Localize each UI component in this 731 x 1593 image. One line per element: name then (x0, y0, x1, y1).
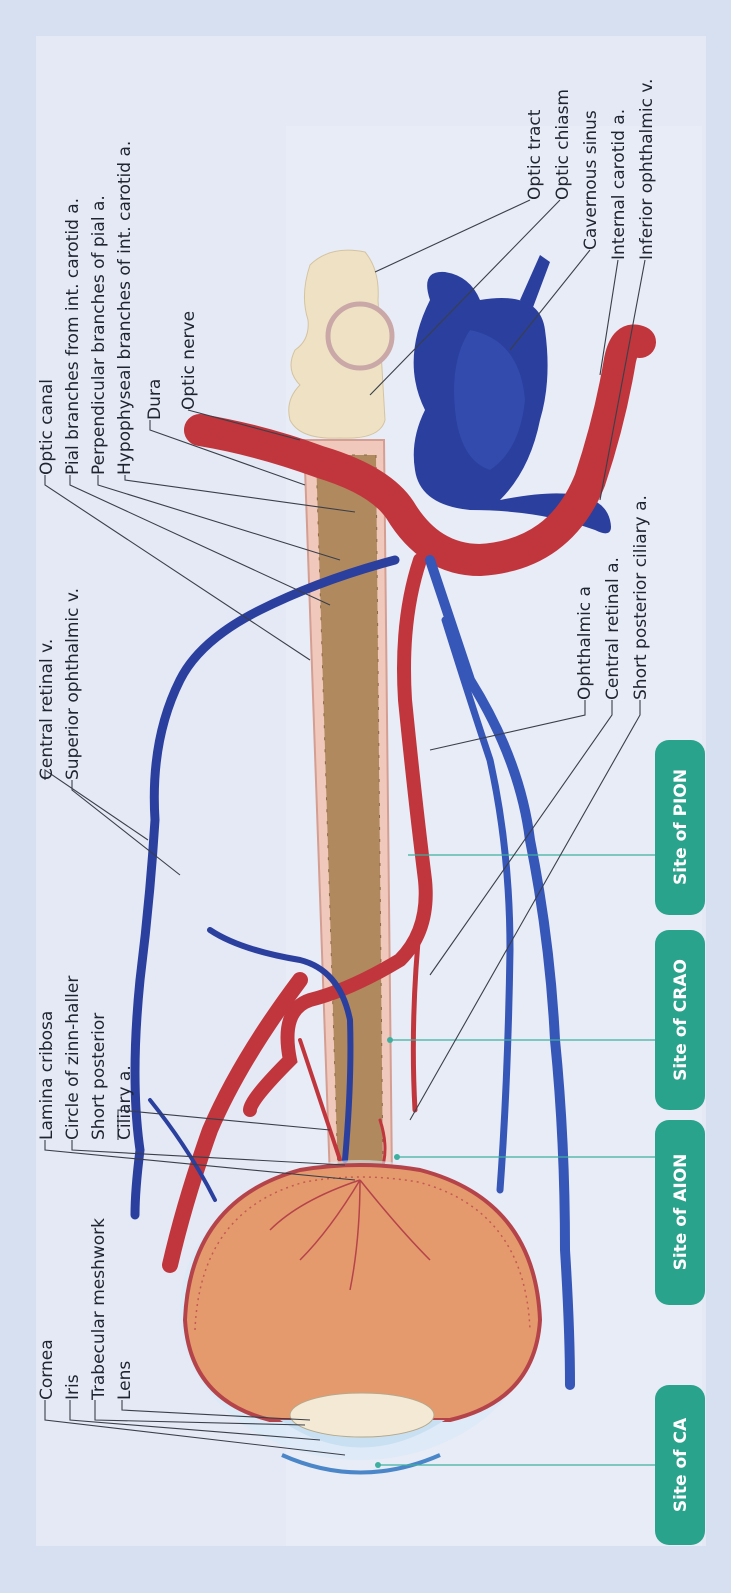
label-ophthalmic-a: Ophthalmic a (575, 586, 595, 700)
site-badge-crao: Site of CRAO (655, 930, 705, 1110)
label-short-posterior-line2: Ciliary a. (115, 1065, 135, 1140)
label-lens: Lens (115, 1361, 135, 1400)
label-short-posterior-line1: Short posterior (89, 1013, 109, 1140)
label-inferior-ophthalmic-v: Inferior ophthalmic v. (637, 79, 657, 260)
label-optic-canal: Optic canal (37, 379, 57, 475)
label-iris: Iris (63, 1374, 83, 1400)
label-short-posterior-ciliary-a: Short posterior ciliary a. (631, 495, 651, 700)
site-badge-aion: Site of AION (655, 1120, 705, 1305)
label-cornea: Cornea (37, 1339, 57, 1400)
label-dura: Dura (145, 379, 165, 420)
label-trabecular-meshwork: Trabecular meshwork (89, 1218, 109, 1401)
label-central-retinal-a: Central retinal a. (603, 557, 623, 700)
label-optic-nerve: Optic nerve (179, 311, 199, 410)
label-pial-branches: Pial branches from int. carotid a. (63, 198, 83, 475)
label-hypophyseal-branches: Hypophyseal branches of int. carotid a. (115, 141, 135, 475)
site-aion-text: Site of AION (671, 1154, 691, 1271)
site-pion-text: Site of PION (671, 769, 691, 885)
site-badge-ca: Site of CA (655, 1385, 705, 1545)
label-circle-zinn-haller: Circle of zinn-haller (63, 976, 83, 1140)
label-optic-tract: Optic tract (525, 109, 545, 200)
site-badge-pion: Site of PION (655, 740, 705, 915)
label-perpendicular-branches: Perpendicular branches of pial a. (89, 195, 109, 475)
label-internal-carotid-a: Internal carotid a. (609, 109, 629, 260)
site-crao-text: Site of CRAO (671, 959, 691, 1081)
label-central-retinal-v: Central retinal v. (37, 639, 57, 780)
label-lamina-cribosa: Lamina cribosa (37, 1011, 57, 1140)
label-optic-chiasm: Optic chiasm (553, 89, 573, 200)
site-ca-text: Site of CA (671, 1417, 691, 1512)
label-superior-ophthalmic-v: Superior ophthalmic v. (63, 588, 83, 780)
label-cavernous-sinus: Cavernous sinus (581, 110, 601, 250)
